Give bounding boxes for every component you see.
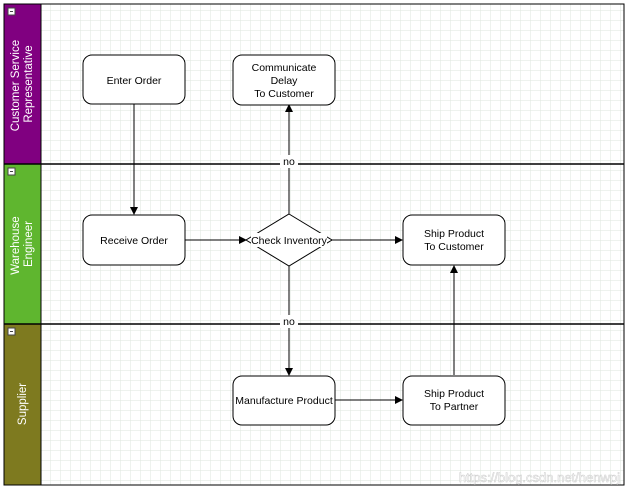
svg-text:Ship Product: Ship Product — [424, 228, 484, 240]
node-enter-order[interactable]: Enter Order — [82, 54, 186, 105]
svg-text:Delay: Delay — [271, 75, 299, 87]
svg-text:To Partner: To Partner — [430, 401, 479, 413]
lane-header-warehouse — [4, 164, 41, 324]
node-manufacture-product[interactable]: Manufacture Product — [232, 375, 336, 426]
node-check-inventory[interactable]: Check Inventory — [245, 213, 333, 267]
node-receive-order[interactable]: Receive Order — [82, 214, 186, 266]
svg-text:Ship Product: Ship Product — [424, 388, 484, 400]
node-ship-to-customer[interactable]: Ship Product To Customer — [402, 214, 506, 266]
lane-supplier[interactable]: Supplier — [4, 324, 41, 485]
lane-label-warehouse: Warehouse Engineer — [10, 213, 35, 275]
svg-text:Communicate: Communicate — [252, 62, 317, 74]
diagram-border — [3, 3, 625, 486]
svg-text:To Customer: To Customer — [254, 88, 314, 100]
lane-header-supplier — [4, 324, 41, 485]
node-communicate-delay[interactable]: Communicate Delay To Customer — [232, 54, 336, 106]
lane-warehouse[interactable]: Warehouse Engineer — [4, 164, 41, 324]
svg-text:To Customer: To Customer — [424, 241, 484, 253]
edge-label-no: no — [283, 316, 295, 328]
lane-label-supplier: Supplier — [17, 383, 29, 425]
svg-text:Check Inventory: Check Inventory — [251, 235, 328, 247]
node-ship-to-partner[interactable]: Ship Product To Partner — [402, 375, 506, 426]
lane-header-csr — [4, 4, 41, 164]
lane-label-csr: Customer Service Representative — [10, 37, 35, 132]
svg-text:Enter Order: Enter Order — [107, 75, 162, 87]
watermark: https://blog.csdn.net/henwpj — [459, 470, 620, 485]
lane-csr[interactable]: Customer Service Representative — [4, 4, 41, 164]
svg-text:Manufacture Product: Manufacture Product — [235, 395, 333, 407]
svg-text:Receive Order: Receive Order — [100, 235, 168, 247]
edge-label-no: no — [283, 156, 295, 168]
